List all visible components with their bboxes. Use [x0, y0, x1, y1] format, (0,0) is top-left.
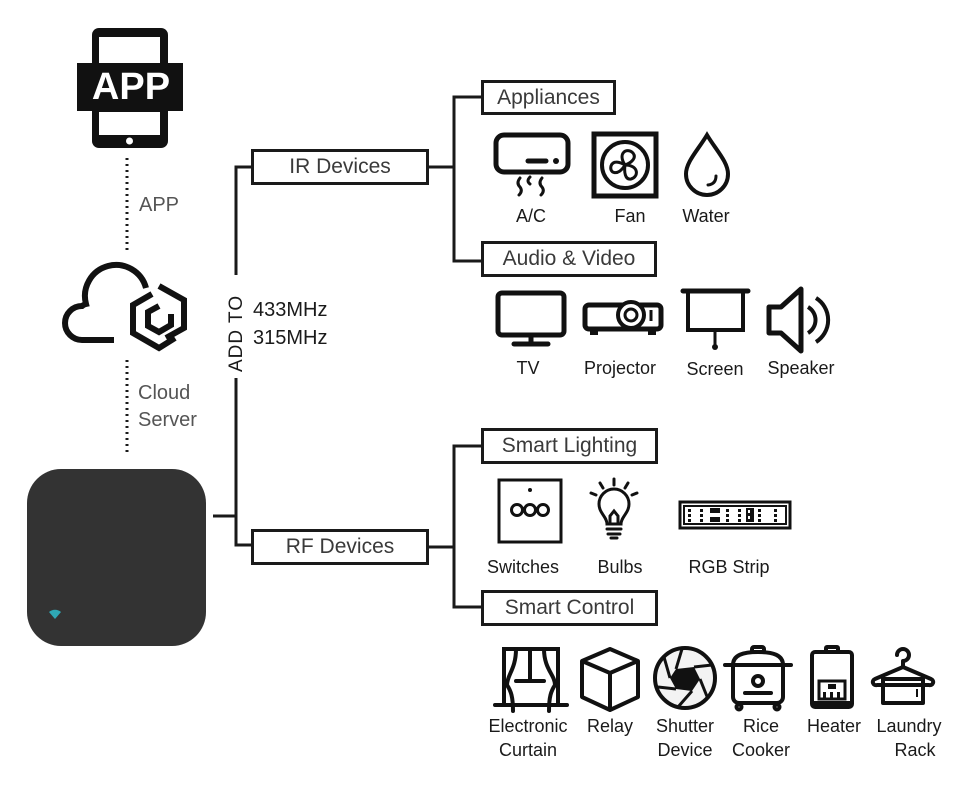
ir-devices-box: IR Devices [251, 149, 429, 185]
rf-devices-box: RF Devices [251, 529, 429, 565]
item-label-rice-1: Rice [742, 716, 779, 736]
item-label-switches: Switches [486, 557, 560, 577]
cloud-server-icon [62, 261, 187, 352]
item-label-bulbs: Bulbs [597, 557, 643, 577]
add-to-label: ADD TO [226, 294, 247, 372]
item-label-fan: Fan [614, 206, 646, 226]
app-icon-text: APP [91, 66, 171, 108]
projection-screen-icon [680, 288, 751, 350]
led-strip-icon [678, 500, 792, 530]
item-label-shutter-2: Device [657, 740, 713, 760]
wall-switch-icon [497, 478, 563, 544]
item-label-curtain-1: Electronic [488, 716, 568, 736]
cloud-label-line2: Server [138, 409, 197, 431]
air-conditioner-icon [493, 132, 571, 197]
water-drop-icon [683, 131, 731, 197]
fan-icon [591, 131, 659, 199]
item-label-projector: Projector [583, 358, 657, 378]
frequency-433: 433MHz [253, 299, 328, 321]
audio-video-box: Audio & Video [481, 241, 657, 277]
item-label-tv: TV [516, 358, 540, 378]
laundry-rack-icon [870, 647, 936, 705]
item-label-rgb-strip: RGB Strip [688, 557, 770, 577]
water-heater-icon [810, 645, 854, 709]
item-label-shutter-1: Shutter [655, 716, 715, 736]
wifi-indicator-icon [49, 609, 61, 619]
app-label: APP [139, 194, 180, 216]
item-label-laundry-1: Laundry [876, 716, 942, 736]
smart-lighting-box: Smart Lighting [481, 428, 658, 464]
item-label-ac: A/C [515, 206, 546, 226]
item-label-screen: Screen [686, 359, 744, 379]
item-label-water: Water [682, 206, 730, 226]
relay-cube-icon [580, 647, 640, 712]
item-label-speaker: Speaker [767, 358, 835, 378]
frequency-315: 315MHz [253, 327, 328, 349]
shutter-icon [653, 646, 717, 710]
item-label-heater-1: Heater [806, 716, 862, 736]
curtain-icon [493, 647, 569, 713]
projector-icon [582, 300, 664, 335]
item-label-rice-2: Cooker [731, 740, 791, 760]
appliances-box: Appliances [481, 80, 616, 115]
light-bulb-icon [589, 477, 639, 540]
tv-icon [495, 290, 567, 347]
item-label-relay-1: Relay [586, 716, 634, 736]
smart-control-box: Smart Control [481, 590, 658, 626]
rice-cooker-icon [723, 645, 793, 712]
speaker-icon [766, 286, 831, 354]
item-label-curtain-2: Curtain [498, 740, 558, 760]
cloud-label-line1: Cloud [138, 382, 191, 404]
item-label-laundry-2: Rack [894, 740, 936, 760]
app-phone-icon [77, 28, 183, 148]
